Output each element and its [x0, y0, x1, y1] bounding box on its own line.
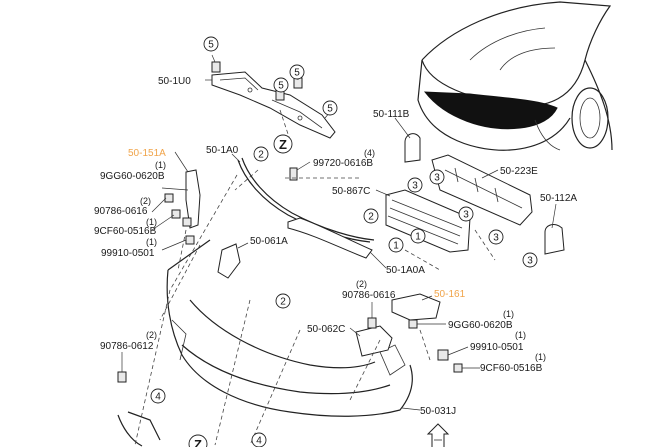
label-50-1A0: 50-1A0	[206, 145, 239, 156]
callout-2c: 2	[280, 297, 286, 308]
callout-3c: 3	[463, 210, 469, 221]
label-50-1U0: 50-1U0	[158, 76, 191, 87]
cover-50-112A	[544, 203, 565, 255]
label-9GG60-0620B-right: 9GG60-0620B	[448, 320, 513, 331]
car-front-illustration	[417, 1, 613, 151]
fastener-99720-0616B	[289, 161, 311, 181]
callout-4b: 4	[256, 436, 262, 447]
label-50-031J: 50-031J	[420, 406, 456, 417]
qty-99910-left: (1)	[146, 237, 157, 247]
qty-99720: (4)	[364, 148, 375, 158]
molding-50-1A0	[231, 153, 375, 243]
label-90786-0616-left: 90786-0616	[94, 206, 148, 217]
label-50-151A: 50-151A	[128, 148, 166, 159]
label-50-062C: 50-062C	[307, 324, 345, 335]
label-50-223E: 50-223E	[500, 166, 538, 177]
qty-90786-left: (2)	[140, 196, 151, 206]
cover-50-111B	[394, 117, 421, 163]
label-50-061A: 50-061A	[250, 236, 288, 247]
energy-absorber-50-223E	[431, 154, 533, 226]
callout-4a: 4	[155, 392, 161, 403]
label-90786-0612: 90786-0612	[100, 341, 154, 352]
assembly-guide-lines	[134, 109, 496, 446]
callout-1a: 1	[393, 241, 399, 252]
upper-bracket-50-1U0	[205, 71, 336, 139]
callout-z-top: Z	[279, 137, 287, 152]
callout-circles: 5 5 5 5 Z 2 2 2 1 1 3 3 3 3 3 4 4 Z	[150, 36, 538, 447]
bumper-cover-50-031J	[117, 239, 421, 447]
label-90786-0616-mid: 90786-0616	[342, 290, 396, 301]
part-number-labels: 50-1U0 50-151A 50-1A0 (4) 99720-0616B 50…	[94, 76, 577, 417]
fasteners-left	[151, 187, 195, 251]
qty-9CF60-left: (1)	[146, 217, 157, 227]
label-50-1A0A: 50-1A0A	[386, 265, 425, 276]
callout-3b: 3	[434, 173, 440, 184]
callout-5d: 5	[327, 104, 333, 115]
label-99720-0616B: 99720-0616B	[313, 158, 373, 169]
label-9CF60-0516B-right: 9CF60-0516B	[480, 363, 543, 374]
bracket-50-161	[391, 293, 441, 321]
front-direction-arrow	[426, 423, 450, 447]
label-50-867C: 50-867C	[332, 186, 370, 197]
side-bracket-50-151A	[174, 151, 201, 229]
qty-90786-0612: (2)	[146, 330, 157, 340]
label-9CF60-0516B-left: 9CF60-0516B	[94, 226, 157, 237]
label-50-111B: 50-111B	[373, 109, 410, 120]
qty-9GG60-right: (1)	[503, 309, 514, 319]
label-50-161: 50-161	[434, 289, 466, 300]
callout-2a: 2	[258, 150, 264, 161]
callout-1b: 1	[415, 232, 421, 243]
callout-3e: 3	[527, 256, 533, 267]
bracket-50-062C	[349, 325, 393, 357]
callout-5b: 5	[294, 68, 300, 79]
fasteners-right	[117, 302, 480, 383]
callout-3d: 3	[493, 233, 499, 244]
grille-opening	[423, 91, 558, 130]
qty-9CF60-right: (1)	[535, 352, 546, 362]
molding-50-1A0A	[287, 217, 387, 269]
bracket-50-061A	[217, 242, 249, 279]
qty-90786-mid: (2)	[356, 279, 367, 289]
callout-3a: 3	[412, 181, 418, 192]
label-50-112A: 50-112A	[540, 193, 577, 204]
callout-2b: 2	[368, 212, 374, 223]
label-9GG60-0620B-left: 9GG60-0620B	[100, 171, 165, 182]
callout-5c: 5	[278, 81, 284, 92]
grille-50-867C	[375, 189, 471, 253]
label-99910-0501-left: 99910-0501	[101, 248, 155, 259]
callout-5a: 5	[208, 40, 214, 51]
qty-99910-right: (1)	[515, 330, 526, 340]
qty-9GG60-left: (1)	[155, 160, 166, 170]
label-99910-0501-right: 99910-0501	[470, 342, 524, 353]
callout-z-bottom: Z	[194, 437, 202, 447]
